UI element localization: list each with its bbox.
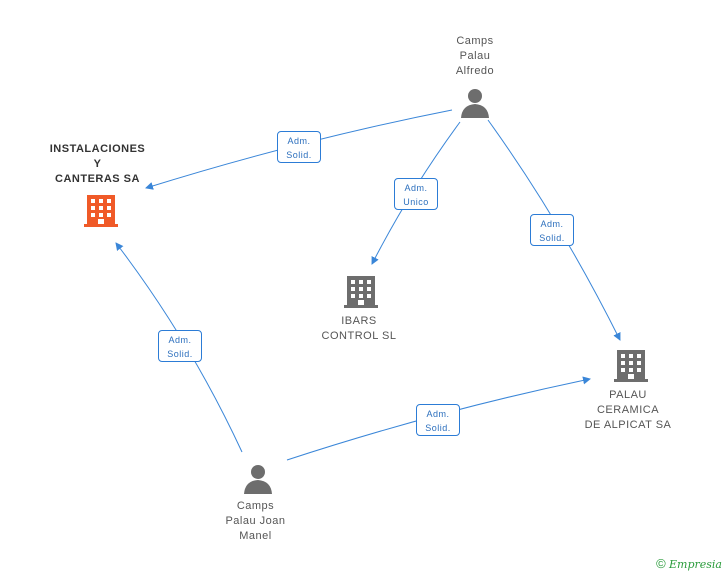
label-line: INSTALACIONES — [49, 143, 146, 155]
node-label-ibars[interactable]: IBARS CONTROL SL — [314, 314, 404, 344]
edge-label-joan-palau: Adm. Solid. — [416, 404, 460, 436]
label-line: Palau Joan — [225, 515, 286, 527]
edge-label-line: Adm. — [404, 183, 428, 193]
brand-name: Empresia — [669, 558, 722, 571]
edge-label-line: Solid. — [286, 150, 312, 160]
label-line: CONTROL SL — [321, 330, 397, 342]
edge-label-line: Adm. — [426, 409, 450, 419]
person-icon — [244, 465, 272, 494]
edge-label-joan-instalaciones: Adm. Solid. — [158, 330, 202, 362]
person-icon — [461, 89, 489, 118]
label-line: CERAMICA — [596, 404, 660, 416]
edge-label-line: Solid. — [539, 233, 565, 243]
edge-label-line: Adm. — [168, 335, 192, 345]
edge-label-alfredo-instalaciones: Adm. Solid. — [277, 131, 321, 163]
label-line: Camps — [236, 500, 275, 512]
edge-label-alfredo-palau: Adm. Solid. — [530, 214, 574, 246]
label-line: PALAU — [609, 389, 647, 401]
edge-label-line: Solid. — [167, 349, 193, 359]
building-icon — [614, 350, 648, 382]
label-line: Alfredo — [455, 65, 495, 77]
building-icon — [84, 195, 118, 227]
label-line: Manel — [239, 530, 272, 542]
edge-label-line: Solid. — [425, 423, 451, 433]
footer-brand[interactable]: © Empresia — [656, 556, 722, 571]
node-label-instalaciones[interactable]: INSTALACIONES Y CANTERAS SA — [40, 142, 155, 187]
edge-label-line: Adm. — [287, 136, 311, 146]
node-label-camps-alfredo[interactable]: Camps Palau Alfredo — [430, 34, 520, 79]
label-line: Y — [93, 158, 102, 170]
edge-label-line: Unico — [403, 197, 429, 207]
label-line: IBARS — [341, 315, 377, 327]
building-icon — [344, 276, 378, 308]
label-line: DE ALPICAT SA — [584, 419, 672, 431]
edge-label-alfredo-ibars: Adm. Unico — [394, 178, 438, 210]
label-line: CANTERAS SA — [55, 173, 140, 185]
label-line: Palau — [459, 50, 491, 62]
label-line: Camps — [456, 35, 494, 47]
node-label-palau-ceramica[interactable]: PALAU CERAMICA DE ALPICAT SA — [578, 388, 678, 433]
edge-label-line: Adm. — [540, 219, 564, 229]
copyright-symbol: © — [656, 556, 666, 571]
node-label-camps-joan[interactable]: Camps Palau Joan Manel — [208, 499, 303, 544]
